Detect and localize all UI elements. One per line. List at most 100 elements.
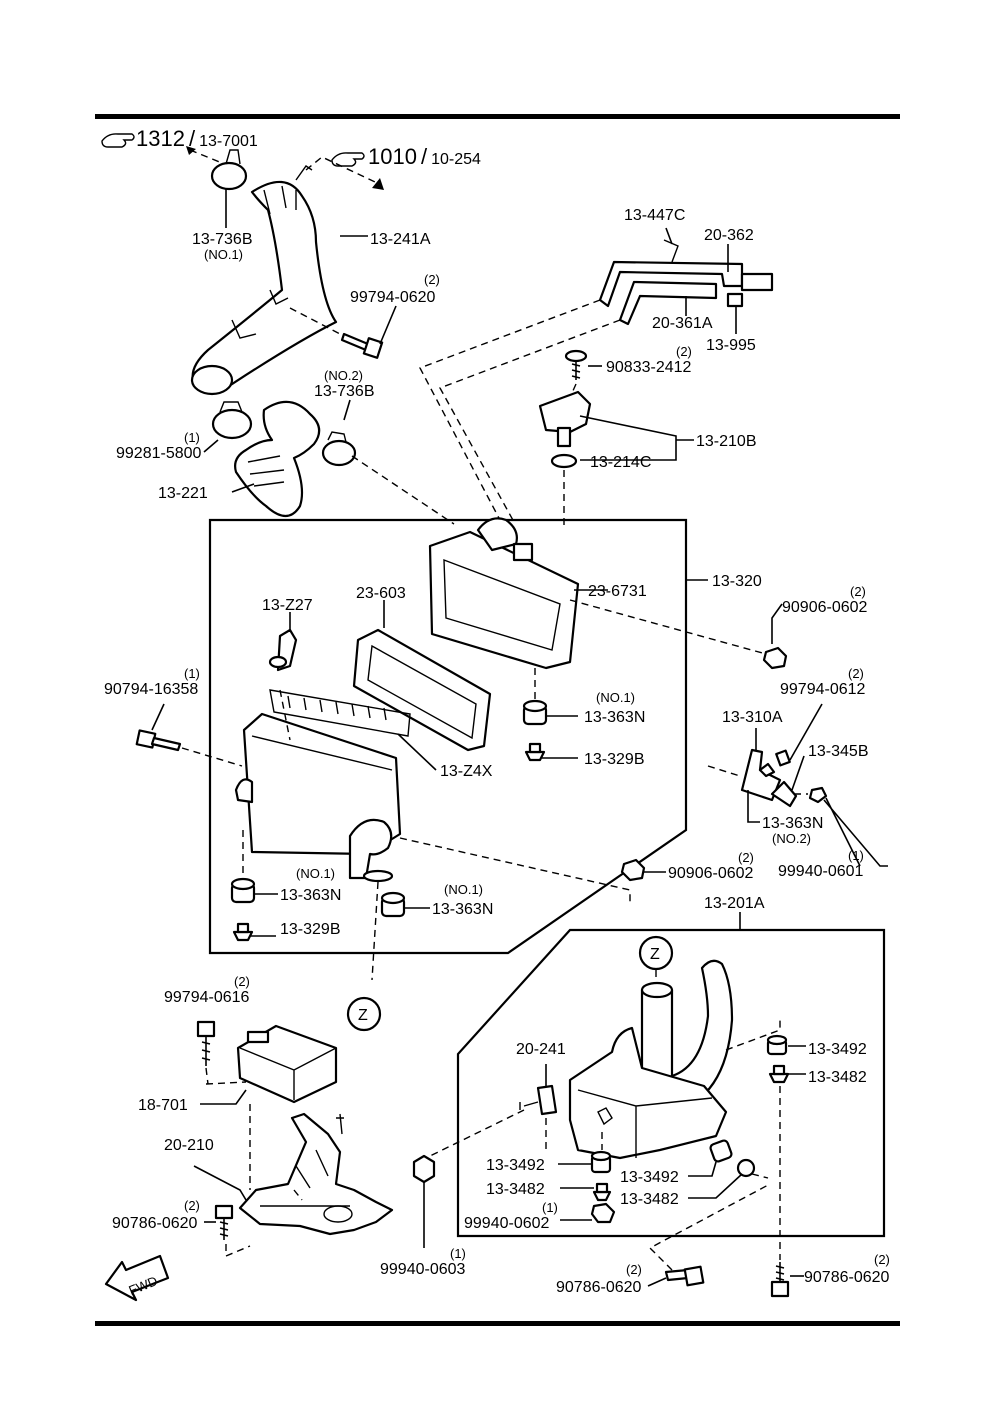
label-18-701[interactable]: 18-701 — [138, 1097, 188, 1114]
nut-90906-0602-a — [762, 646, 788, 670]
forward-direction-arrow — [104, 1254, 170, 1302]
label-13-z27[interactable]: 13-Z27 — [262, 597, 313, 614]
label-13-210b[interactable]: 13-210B — [696, 433, 757, 450]
ref-marker-1010[interactable]: 1010/10-254 — [331, 144, 481, 169]
label-13-221[interactable]: 13-221 — [158, 485, 208, 502]
insulator-lower-left — [230, 877, 256, 904]
bolt-90794-16358 — [135, 729, 182, 752]
label-qty: (2) — [874, 1252, 890, 1267]
bracket-20-210 — [238, 1112, 394, 1236]
insulator-lower-mid — [380, 891, 406, 918]
label-qty: (2) — [234, 974, 250, 989]
label-13-3492-mid[interactable]: 13-3492 — [620, 1169, 679, 1186]
label-13-329b-b[interactable]: 13-329B — [280, 921, 341, 938]
ref-sub: 13-7001 — [199, 133, 258, 150]
label-90794-16358[interactable]: 90794-16358 — [104, 681, 198, 698]
stopper-13-3482-right — [768, 1064, 790, 1084]
bottom-rule — [95, 1321, 900, 1326]
label-90833-2412[interactable]: 90833-2412 — [606, 359, 692, 376]
label-no2: (NO.2) — [772, 831, 811, 846]
label-99794-0616[interactable]: 99794-0616 — [164, 989, 250, 1006]
label-99940-0601[interactable]: 99940-0601 — [778, 863, 864, 880]
label-13-736b-no2[interactable]: 13-736B — [314, 383, 375, 400]
clip — [268, 628, 298, 672]
label-13-3482-bottom[interactable]: 13-3482 — [486, 1181, 545, 1198]
label-13-363n-a[interactable]: 13-363N — [584, 709, 645, 726]
o-ring — [550, 453, 578, 469]
part-labels: 13-736B (NO.1) 13-241A (2) 99794-0620 (N… — [104, 207, 890, 1298]
air-hose — [191, 180, 338, 394]
label-no1: (NO.1) — [296, 866, 335, 881]
label-20-241[interactable]: 20-241 — [516, 1041, 566, 1058]
stopper-13-3482-bottom — [592, 1182, 612, 1202]
label-20-362[interactable]: 20-362 — [704, 227, 754, 244]
svg-text:1010/10-254: 1010/10-254 — [368, 144, 481, 169]
label-13-363n-c[interactable]: 13-363N — [280, 887, 341, 904]
elbow-hose — [234, 400, 321, 518]
stopper-upper-right — [524, 742, 546, 762]
resonator-duct — [568, 959, 734, 1160]
bolt-90786-0620-left — [214, 1204, 234, 1240]
ref-sep: / — [189, 126, 196, 151]
label-20-210[interactable]: 20-210 — [164, 1137, 214, 1154]
label-13-214c[interactable]: 13-214C — [590, 454, 651, 471]
label-no2: (NO.2) — [324, 368, 363, 383]
label-13-3492-right[interactable]: 13-3492 — [808, 1041, 867, 1058]
label-90906-0602-b[interactable]: 90906-0602 — [668, 865, 754, 882]
label-90786-0620-b[interactable]: 90786-0620 — [556, 1279, 642, 1296]
bolt-99794-0616 — [196, 1020, 216, 1066]
pointing-hand-icon — [101, 133, 135, 148]
label-qty: (2) — [676, 344, 692, 359]
label-13-320[interactable]: 13-320 — [712, 573, 762, 590]
ref-marker-1312[interactable]: 1312/13-7001 — [101, 126, 258, 151]
upper-case — [428, 517, 580, 670]
mount-13-3492-mid — [709, 1139, 733, 1163]
label-13-363n-d[interactable]: 13-363N — [432, 901, 493, 918]
label-13-201a[interactable]: 13-201A — [704, 895, 765, 912]
label-99794-0620[interactable]: 99794-0620 — [350, 289, 436, 306]
ref-sep: / — [421, 144, 428, 169]
label-13-363n-b[interactable]: 13-363N — [762, 815, 823, 832]
label-23-603[interactable]: 23-603 — [356, 585, 406, 602]
pressure-sensor — [538, 390, 592, 448]
sensor-20-241 — [519, 1084, 558, 1116]
label-13-329b-a[interactable]: 13-329B — [584, 751, 645, 768]
label-13-995[interactable]: 13-995 — [706, 337, 756, 354]
label-13-345b[interactable]: 13-345B — [808, 743, 869, 760]
label-20-361a[interactable]: 20-361A — [652, 315, 713, 332]
label-90906-0602-a[interactable]: 90906-0602 — [782, 599, 868, 616]
label-99794-0612[interactable]: 99794-0612 — [780, 681, 866, 698]
bolt-90786-0620-bottom — [664, 1265, 705, 1287]
label-13-3482-mid[interactable]: 13-3482 — [620, 1191, 679, 1208]
svg-text:1312/13-7001: 1312/13-7001 — [136, 126, 258, 151]
label-13-447c[interactable]: 13-447C — [624, 207, 685, 224]
label-qty: (1) — [542, 1200, 558, 1215]
label-13-3482-right[interactable]: 13-3482 — [808, 1069, 867, 1086]
lower-case — [234, 689, 411, 883]
screw-90833-2412 — [564, 349, 588, 380]
label-13-736b-no1[interactable]: 13-736B — [192, 231, 253, 248]
bolt-90786-0620-right — [770, 1262, 790, 1298]
label-qty: (2) — [424, 272, 440, 287]
label-13-3492-bottom[interactable]: 13-3492 — [486, 1157, 545, 1174]
label-99281-5800[interactable]: 99281-5800 — [116, 445, 202, 462]
label-23-6731[interactable]: 23-6731 — [588, 583, 647, 600]
label-qty: (2) — [850, 584, 866, 599]
label-qty: (1) — [184, 666, 200, 681]
label-13-310a[interactable]: 13-310A — [722, 709, 783, 726]
label-13-z4x[interactable]: 13-Z4X — [440, 763, 493, 780]
label-z-marker: Z — [358, 1007, 368, 1024]
label-qty: (2) — [848, 666, 864, 681]
label-no1: (NO.1) — [204, 247, 243, 262]
ref-sub: 10-254 — [431, 151, 481, 168]
stopper-lower-left — [232, 922, 254, 942]
label-99940-0603[interactable]: 99940-0603 — [380, 1261, 466, 1278]
label-90786-0620-a[interactable]: 90786-0620 — [112, 1215, 198, 1232]
label-99940-0602[interactable]: 99940-0602 — [464, 1215, 550, 1232]
label-90786-0620-c[interactable]: 90786-0620 — [804, 1269, 890, 1286]
label-qty: (1) — [450, 1246, 466, 1261]
mount-13-3492-bottom — [590, 1150, 612, 1174]
stopper-13-3482-mid — [736, 1158, 756, 1178]
filter-element — [352, 628, 492, 752]
label-13-241a[interactable]: 13-241A — [370, 231, 431, 248]
